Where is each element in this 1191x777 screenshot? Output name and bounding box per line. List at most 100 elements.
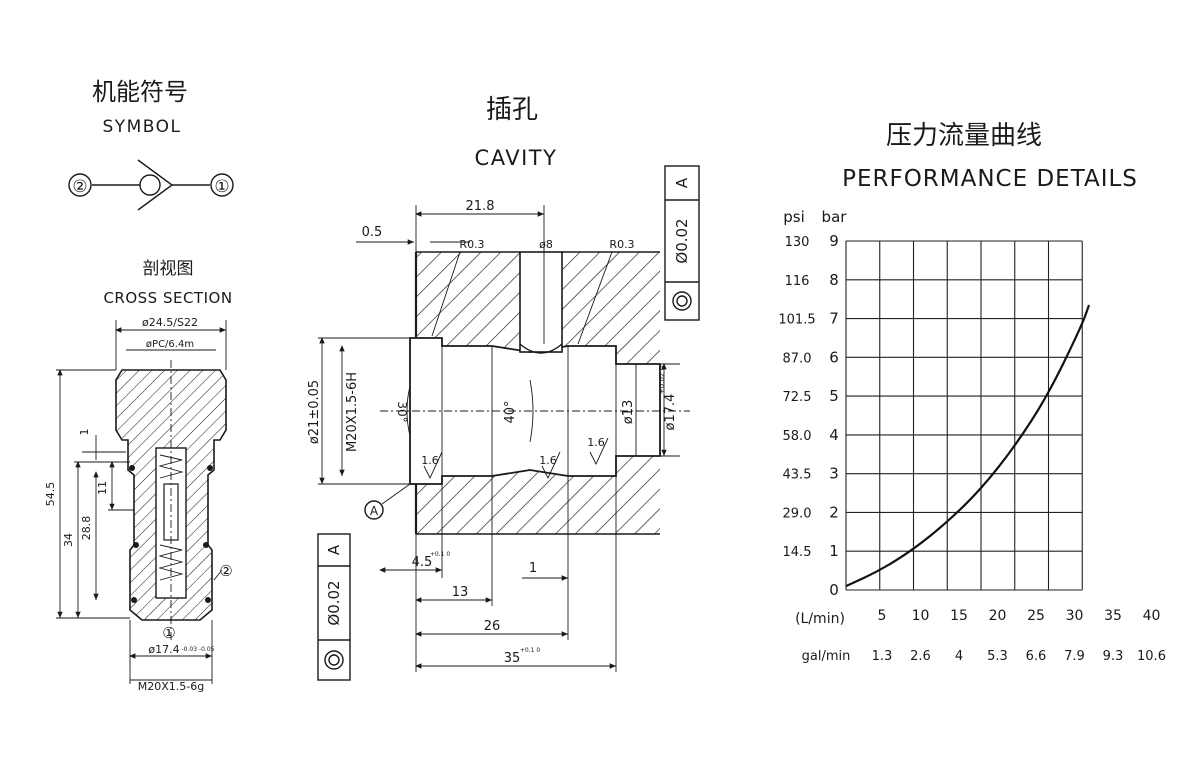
cavity-dim-35-tol: +0.1 0 [520,647,540,654]
chart-xlabel-lmin: (L/min) [795,611,845,627]
cavity-title-cn: 插孔 [486,95,538,125]
x-tick-galmin: 1.3 [872,649,893,664]
cavity-dim-13: 13 [452,585,469,600]
symbol-title-en: SYMBOL [102,117,181,137]
cavity-r03-b: R0.3 [609,238,634,251]
y-tick-bar: 2 [829,503,839,521]
cs-dim-11: 11 [96,481,109,495]
cavity-angle-40: 40° [503,400,518,423]
cavity-dim-d21: ø21±0.05 [307,380,322,444]
cs-dim-28-8: 28.8 [80,516,93,541]
y-tick-bar: 1 [829,542,839,560]
x-tick-galmin: 9.3 [1103,649,1124,664]
tol-left-datum: A [325,544,343,555]
x-tick-galmin: 10.6 [1137,649,1166,664]
cavity-dim-d17-4-tol: +0.02 0 [658,366,666,394]
cavity-datum-a: A [370,504,379,518]
cavity-r03-a: R0.3 [459,238,484,251]
y-tick-psi: 29.0 [783,506,812,521]
cs-dim-54-5: 54.5 [44,482,57,507]
cavity-dim-26: 26 [484,619,501,634]
check-valve-symbol: ② ① [68,159,234,211]
tol-right-datum: A [673,177,691,188]
y-tick-bar: 8 [829,271,839,289]
x-tick-lmin: 25 [1027,608,1045,624]
y-tick-bar: 4 [829,426,839,444]
cavity-dim-35: 35 [504,651,521,666]
y-tick-psi: 101.5 [778,313,815,328]
cs-dim-1: 1 [78,429,91,436]
cavity-finish-a: 1.6 [421,454,439,467]
symbol-title-cn: 机能符号 [92,78,188,106]
y-tick-psi: 43.5 [783,468,812,483]
tol-right-value: Ø0.02 [673,218,691,263]
cavity-thread: M20X1.5-6H [345,372,360,452]
tolerance-frame-right: A Ø0.02 [664,165,700,321]
cavity-dim-0-5: 0.5 [362,225,383,240]
chart-x-ticks: 5 1.3 10 2.6 15 4 20 5.3 25 6.6 30 7.9 35 9.3 40 10.6 [872,608,1166,664]
x-tick-galmin: 4 [955,649,963,664]
y-tick-bar: 0 [829,581,839,599]
chart-ylabel-bar: bar [822,208,848,226]
x-tick-lmin: 5 [878,608,887,624]
symbol-port-2: ② [72,177,87,197]
y-tick-psi: 58.0 [783,429,812,444]
y-tick-bar: 5 [829,387,839,405]
y-tick-psi: 130 [785,235,810,250]
cavity-dim-d17-4: ø17.4 [663,394,678,431]
cs-dim-bottom-tol: -0.03 -0.05 [182,646,215,653]
cavity-angle-30: 30° [395,401,409,422]
cavity-dim-4-5-tol: +0.1 0 [430,551,450,558]
cs-port-2: ② [219,562,232,580]
chart-series [845,304,1091,588]
x-tick-galmin: 5.3 [987,649,1008,664]
y-tick-psi: 87.0 [783,351,812,366]
y-tick-psi: 72.5 [783,390,812,405]
y-tick-bar: 9 [829,232,839,250]
cross-section-title-cn: 剖视图 [143,259,194,279]
symbol-port-1: ① [214,177,229,197]
cavity-finish-c: 1.6 [587,436,605,449]
x-tick-lmin: 35 [1104,608,1122,624]
x-tick-lmin: 40 [1143,608,1161,624]
tol-left-value: Ø0.02 [325,580,343,625]
x-tick-lmin: 30 [1066,608,1084,624]
chart-grid [845,240,1083,591]
x-tick-galmin: 2.6 [910,649,931,664]
cavity-dim-21-8: 21.8 [466,199,495,214]
chart-xlabel-galmin: gal/min [802,649,851,664]
cavity-dim-4-5: 4.5 [412,555,433,570]
performance-panel: 压力流量曲线 PERFORMANCE DETAILS psi bar 0 1 14.… [778,121,1166,664]
y-tick-bar: 7 [829,310,839,328]
y-tick-psi: 14.5 [783,545,812,560]
y-tick-psi: 116 [785,274,810,289]
cavity-title-en: CAVITY [475,146,558,170]
symbol-panel: 机能符号 SYMBOL ② ① [68,78,234,211]
y-tick-bar: 3 [829,465,839,483]
x-tick-lmin: 20 [989,608,1007,624]
x-tick-galmin: 6.6 [1026,649,1047,664]
chart-y-ticks: 0 1 14.5 2 29.0 3 43.5 4 58.0 5 72.5 6 87.0 7 101.5 8 11… [778,232,838,599]
cs-dim-34: 34 [62,533,75,547]
cs-dim-bottom: ø17.4 [148,643,179,656]
chart-ylabel-psi: psi [783,208,805,226]
x-tick-lmin: 10 [912,608,930,624]
tolerance-frame-left: A Ø0.02 [317,533,351,681]
chart-title: PERFORMANCE DETAILS [842,166,1138,192]
cavity-panel: 插孔 CAVITY 40° 30° 1.6 1.6 1.6 21.8 [307,95,700,681]
cavity-dim-d8: ø8 [539,238,553,251]
cross-section-title-en: CROSS SECTION [103,289,232,307]
cs-dim-top2: øPC/6.4m [146,339,194,350]
cs-port-1: ① [162,624,175,642]
y-tick-bar: 6 [829,348,839,366]
pressure-flow-curve [845,304,1091,588]
cross-section-panel: 剖视图 CROSS SECTION ø24.5/S22 øPC/6.4m 54.… [44,259,233,693]
cs-thread: M20X1.5-6g [138,680,204,693]
cavity-dim-1: 1 [529,561,537,576]
cs-dim-top: ø24.5/S22 [142,316,198,329]
chart-title-cn: 压力流量曲线 [886,121,1042,151]
x-tick-galmin: 7.9 [1064,649,1085,664]
cavity-dim-d13: ø13 [621,400,636,425]
x-tick-lmin: 15 [950,608,968,624]
